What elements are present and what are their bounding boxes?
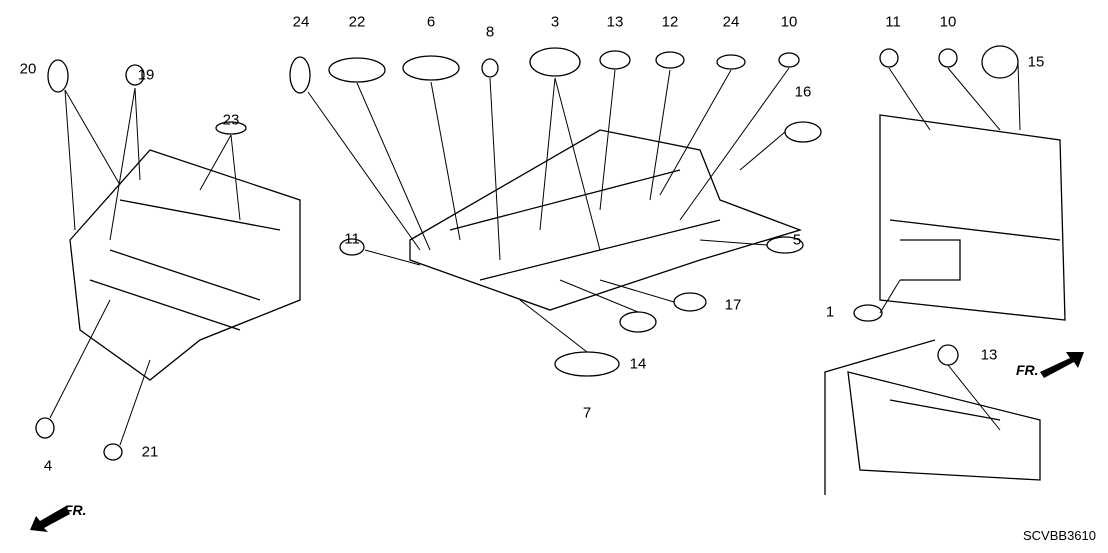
callout-number: 4 bbox=[43, 457, 53, 475]
part-14 bbox=[619, 311, 657, 333]
inset-border bbox=[824, 339, 936, 495]
callout-number: 20 bbox=[19, 60, 37, 78]
part-24 bbox=[716, 54, 746, 70]
callout-number: 12 bbox=[661, 13, 679, 31]
leader-line bbox=[64, 89, 76, 231]
part-21 bbox=[103, 443, 123, 461]
part-13 bbox=[937, 344, 959, 366]
part-10 bbox=[778, 52, 800, 68]
floor-pan bbox=[409, 129, 803, 311]
part-20 bbox=[47, 59, 69, 93]
callout-number: 10 bbox=[780, 13, 798, 31]
part-4 bbox=[35, 417, 55, 439]
callout-number: 5 bbox=[792, 231, 802, 249]
part-12 bbox=[655, 51, 685, 69]
part-11 bbox=[339, 238, 365, 256]
front-direction-label-left: FR. bbox=[64, 502, 87, 518]
part-23 bbox=[215, 121, 247, 135]
leader-line bbox=[199, 134, 232, 191]
part-3 bbox=[529, 47, 581, 77]
callout-number: 6 bbox=[426, 13, 436, 31]
callout-number: 16 bbox=[794, 83, 812, 101]
part-19 bbox=[125, 64, 145, 86]
leader-line bbox=[134, 87, 141, 181]
part-10 bbox=[938, 48, 958, 68]
part-15 bbox=[981, 45, 1019, 79]
callout-number: 17 bbox=[724, 296, 742, 314]
callout-number: 3 bbox=[550, 13, 560, 31]
callout-number: 8 bbox=[485, 23, 495, 41]
callout-number: 24 bbox=[292, 13, 310, 31]
callout-number: 13 bbox=[980, 346, 998, 364]
leader-line bbox=[699, 239, 768, 246]
leader-line bbox=[119, 359, 151, 446]
leader-line bbox=[364, 249, 421, 266]
part-11 bbox=[879, 48, 899, 68]
part-13 bbox=[599, 50, 631, 70]
leader-line bbox=[539, 77, 556, 231]
callout-number: 10 bbox=[939, 13, 957, 31]
leader-line bbox=[947, 67, 1001, 131]
callout-number: 11 bbox=[885, 13, 901, 31]
diagram-code: SCVBB3610 bbox=[1023, 528, 1096, 543]
callout-number: 1 bbox=[825, 303, 835, 321]
leader-line bbox=[739, 131, 786, 171]
part-24 bbox=[289, 56, 311, 94]
leader-line bbox=[64, 89, 121, 186]
callout-number: 21 bbox=[141, 443, 159, 461]
leader-line bbox=[554, 77, 601, 251]
part-6 bbox=[402, 55, 460, 81]
part-8 bbox=[481, 58, 499, 78]
leader-line bbox=[356, 82, 431, 251]
leader-line bbox=[307, 91, 421, 251]
leader-line bbox=[49, 299, 111, 419]
callout-number: 11 bbox=[344, 230, 360, 248]
rear-bumper-panel bbox=[847, 371, 1041, 481]
callout-number: 13 bbox=[606, 13, 624, 31]
leader-line bbox=[879, 279, 901, 314]
leader-line bbox=[430, 81, 461, 241]
callout-number: 23 bbox=[222, 111, 240, 129]
leader-line bbox=[599, 279, 675, 303]
callout-number: 14 bbox=[629, 355, 647, 373]
leader-line bbox=[109, 87, 136, 241]
part-17 bbox=[673, 292, 707, 312]
callout-number: 15 bbox=[1027, 53, 1045, 71]
leader-line bbox=[519, 299, 588, 353]
leader-line bbox=[888, 67, 931, 131]
callout-number: 24 bbox=[722, 13, 740, 31]
leader-line bbox=[679, 67, 790, 221]
part-22 bbox=[328, 57, 386, 83]
leader-line bbox=[659, 69, 732, 196]
front-arrow-icon-right bbox=[1040, 352, 1084, 378]
part-1 bbox=[853, 304, 883, 322]
leader-line bbox=[947, 364, 1001, 431]
leader-line bbox=[559, 279, 639, 313]
part-7 bbox=[554, 351, 620, 377]
callout-number: 22 bbox=[348, 13, 366, 31]
leader-line bbox=[1017, 61, 1021, 131]
leader-line bbox=[649, 69, 671, 201]
leader-line bbox=[599, 69, 616, 211]
callout-number: 7 bbox=[582, 404, 592, 422]
tailgate-frame bbox=[879, 114, 1066, 321]
part-16 bbox=[784, 121, 822, 143]
callout-number: 19 bbox=[137, 66, 155, 84]
front-direction-label-right: FR. bbox=[1016, 362, 1039, 378]
leader-line bbox=[230, 134, 241, 221]
front-arrow-icon-left bbox=[30, 506, 70, 532]
front-subframe bbox=[69, 149, 301, 381]
leader-line bbox=[489, 77, 501, 261]
